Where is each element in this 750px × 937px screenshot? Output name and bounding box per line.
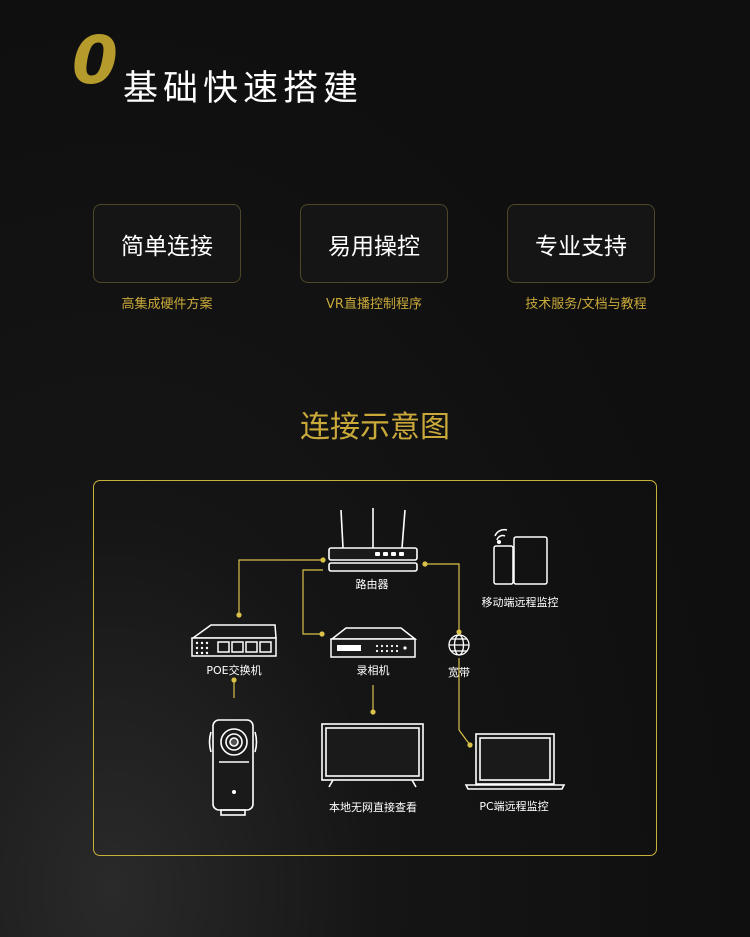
feature-card-simple-connect: 简单连接 [93, 204, 241, 283]
page-title: 基础快速搭建 [123, 69, 364, 109]
laptop-icon [464, 733, 566, 790]
recorder-label: 录相机 [356, 664, 390, 677]
feature-card-easy-control: 易用操控 [300, 204, 448, 283]
router-label: 路由器 [355, 578, 389, 591]
pc-monitor-label: PC端远程监控 [479, 800, 549, 813]
line-router-to-broadband [425, 563, 460, 632]
connection-lines [233, 559, 471, 746]
section-number: 0 [72, 22, 118, 99]
feature-subtitle: 高集成硬件方案 [121, 297, 213, 312]
vr-camera-icon [208, 719, 258, 816]
line-router-to-poe [238, 559, 323, 615]
line-router-to-recorder [302, 569, 323, 635]
feature-card-pro-support: 专业支持 [507, 204, 655, 283]
poe-switch-icon [190, 624, 277, 657]
tablet-phone-icon [493, 528, 548, 585]
section-title: 连接示意图 [300, 410, 450, 445]
local-view-label: 本地无网直接查看 [329, 801, 417, 814]
poe-switch-label: POE交换机 [206, 664, 262, 677]
broadband-label: 宽带 [448, 666, 470, 679]
globe-icon [448, 634, 470, 656]
connection-diagram [190, 508, 566, 816]
router-icon [328, 508, 418, 572]
feature-subtitle: VR直播控制程序 [326, 297, 422, 312]
feature-title: 简单连接 [121, 233, 213, 260]
mobile-monitor-label: 移动端远程监控 [481, 596, 559, 609]
tv-icon [321, 723, 424, 788]
feature-subtitle: 技术服务/文档与教程 [525, 297, 647, 312]
feature-title: 易用操控 [328, 233, 420, 260]
feature-title: 专业支持 [535, 233, 627, 260]
recorder-icon [329, 627, 418, 658]
connection-dots [231, 557, 473, 748]
line-broadband-to-pc [458, 729, 471, 746]
diagram-frame [93, 480, 657, 856]
